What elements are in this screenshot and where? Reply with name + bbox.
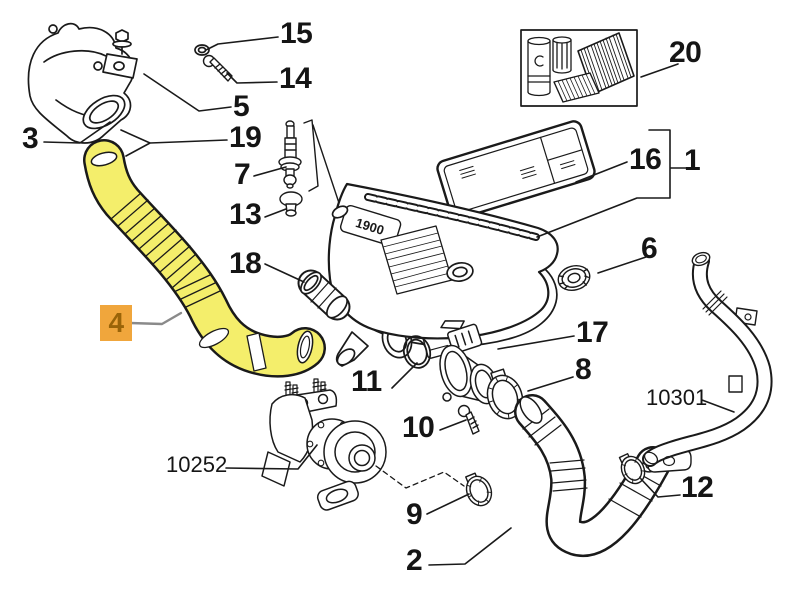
- part-4-corrugated-hose-highlighted: [83, 139, 326, 378]
- part-7-rubber-mount: [278, 120, 302, 189]
- leader-1: [536, 129, 687, 238]
- part-15-washer: [194, 44, 210, 56]
- leader-19: [120, 129, 228, 157]
- callout-1: 1: [684, 144, 701, 177]
- callout-13: 13: [229, 198, 262, 231]
- leader-10252: [225, 444, 318, 470]
- leader-9: [426, 493, 470, 515]
- part-13-grommet: [279, 191, 303, 217]
- callout-10: 10: [402, 411, 435, 444]
- callout-9: 9: [406, 498, 423, 531]
- callout-8: 8: [575, 353, 592, 386]
- leader-8: [527, 376, 574, 392]
- part-9-clamp: [465, 472, 493, 507]
- part-20-service-kit: [520, 29, 638, 107]
- leader-7: [253, 166, 287, 177]
- leader-18: [264, 263, 305, 283]
- part-18-hose-stub: [297, 269, 351, 321]
- leader-11: [391, 362, 418, 389]
- leader-4: [128, 311, 183, 326]
- part-2-air-hose: [514, 394, 671, 557]
- leader-12: [640, 478, 681, 498]
- leader-17: [497, 335, 575, 350]
- mounting-reference-lines: [303, 119, 342, 210]
- part-11-o-ring: [402, 335, 432, 369]
- leader-14: [226, 72, 278, 84]
- callout-5: 5: [233, 90, 250, 123]
- leader-lines: [43, 36, 735, 566]
- leader-5: [143, 73, 232, 112]
- callout-10252: 10252: [166, 452, 228, 477]
- callout-18: 18: [229, 247, 262, 280]
- callout-20: 20: [669, 36, 702, 69]
- leader-13: [264, 208, 287, 218]
- part-10252-turbocharger: [261, 378, 465, 511]
- part-6-valve: [557, 264, 591, 292]
- callout-15: 15: [280, 17, 313, 50]
- part-10-screw: [457, 404, 480, 435]
- callout-4-badge: 4: [100, 305, 132, 341]
- callout-10301: 10301: [646, 385, 708, 410]
- callout-16: 16: [629, 143, 662, 176]
- callout-7: 7: [234, 158, 251, 191]
- leader-16: [575, 161, 628, 183]
- leader-10: [439, 419, 467, 431]
- callout-17: 17: [576, 316, 609, 349]
- callout-19: 19: [229, 121, 262, 154]
- callout-3: 3: [22, 122, 39, 155]
- leader-6: [597, 256, 647, 274]
- part-1-air-cleaner-assembly: 1900: [327, 182, 559, 367]
- callout-14: 14: [279, 62, 312, 95]
- callout-11: 11: [351, 365, 382, 398]
- callout-6: 6: [641, 232, 658, 265]
- leader-20: [640, 63, 679, 78]
- part-12-clamp: [618, 453, 646, 485]
- callout-2: 2: [406, 544, 423, 577]
- part-5-bracket: [102, 29, 138, 79]
- callout-12: 12: [681, 471, 714, 504]
- part-10301-pipe: [642, 251, 773, 473]
- leader-10301: [701, 399, 735, 413]
- part-14-bolt: [202, 54, 233, 82]
- leader-3: [43, 121, 111, 144]
- part-16-air-filter-element: [436, 120, 596, 220]
- leader-15: [205, 36, 279, 51]
- leader-2: [428, 527, 512, 566]
